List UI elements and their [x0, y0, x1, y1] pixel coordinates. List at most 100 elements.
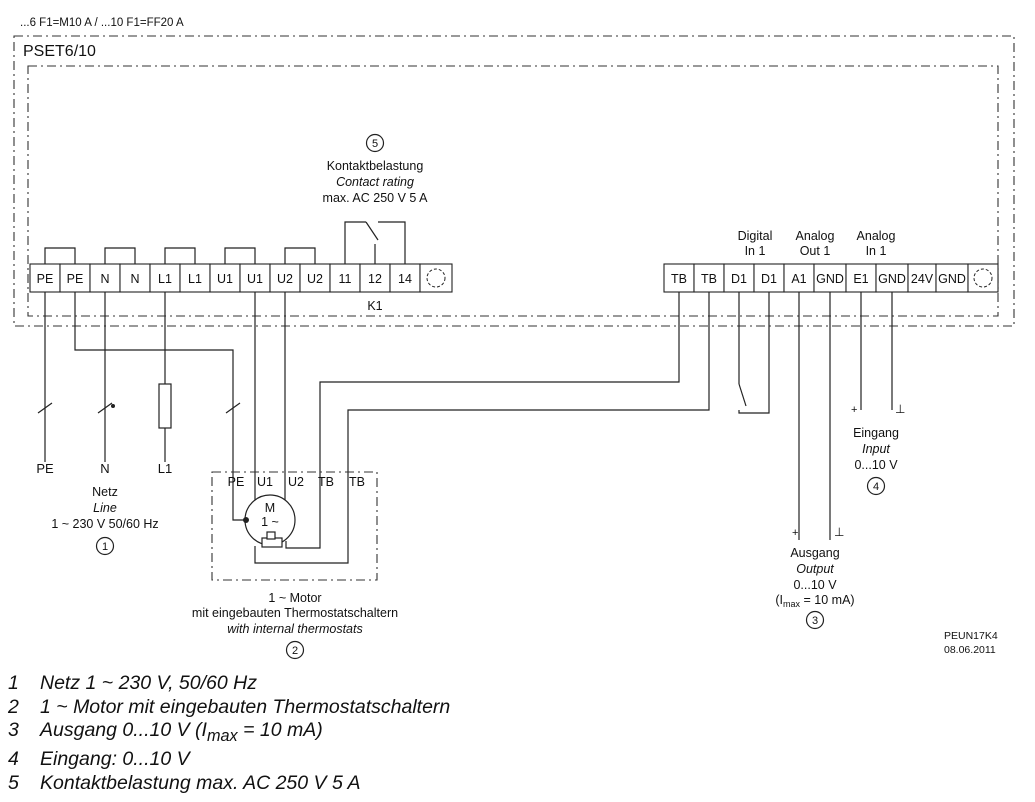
callout-1-num: 1 [102, 541, 108, 553]
terminal-u1-2: U1 [247, 272, 263, 286]
analog-in-line1: Analog [857, 229, 896, 243]
motor-line1: 1 ~ Motor [268, 591, 321, 605]
terminal-12: 12 [368, 272, 382, 286]
motor-line2: mit eingebauten Thermostatschaltern [192, 606, 398, 620]
terminal-d1-2: D1 [761, 272, 777, 286]
callout-5-num: 5 [372, 138, 378, 150]
wires [44, 292, 893, 540]
terminal-bridges [44, 247, 316, 264]
digital-in-line1: Digital [738, 229, 773, 243]
motor-pin-labels: PE U1 U2 TB TB [228, 475, 365, 489]
callout-2-icon [285, 640, 305, 660]
contact-rating-value: max. AC 250 V 5 A [323, 191, 429, 205]
callout-4-icon [866, 476, 886, 496]
terminal-n-1: N [100, 272, 109, 286]
mains-n-label: N [100, 461, 109, 476]
callout-2-num: 2 [292, 645, 298, 657]
motor-boundary [211, 471, 378, 581]
contact-rating-en: Contact rating [336, 175, 414, 189]
mains-terminal-labels: PE N L1 [36, 461, 172, 476]
callout-5-icon [365, 133, 385, 153]
input-gnd-icon: ⊥ [895, 402, 905, 416]
terminal-strip-left [29, 263, 453, 293]
mains-de: Netz [92, 485, 118, 499]
output-en: Output [796, 562, 834, 576]
fuse-icon [158, 383, 172, 429]
motor-phase: 1 ~ [261, 515, 279, 529]
doc-code: PEUN17K4 [944, 630, 998, 642]
terminal-e1: E1 [853, 272, 868, 286]
input-en: Input [862, 442, 890, 456]
doc-date: 08.06.2011 [944, 644, 996, 656]
screw-icon [973, 268, 993, 288]
terminal-a1: A1 [791, 272, 806, 286]
output-gnd-icon: ⊥ [834, 525, 844, 539]
terminal-n-2: N [130, 272, 139, 286]
callout-3-icon [805, 610, 825, 630]
terminal-strip-right [663, 263, 999, 293]
output-imax: (Imax = 10 mA) [775, 593, 854, 609]
terminal-gnd-1: GND [816, 272, 844, 286]
analog-out-line1: Analog [796, 229, 835, 243]
input-plus: + [851, 404, 857, 416]
terminal-pe-1: PE [37, 272, 54, 286]
terminal-labels-left: PE PE N N L1 L1 U1 U1 U2 U2 11 12 14 [37, 272, 412, 286]
motor-pe-dot-icon [243, 517, 249, 523]
relay-contact-icon [344, 221, 406, 264]
terminal-d1-1: D1 [731, 272, 747, 286]
output-value: 0...10 V [793, 578, 837, 592]
terminal-labels-right: TB TB D1 D1 A1 GND E1 GND 24V GND [671, 272, 966, 286]
mains-pe-label: PE [36, 461, 54, 476]
terminal-u1-1: U1 [217, 272, 233, 286]
digital-in-line2: In 1 [745, 244, 766, 258]
terminal-11: 11 [339, 272, 352, 286]
fuse-note: ...6 F1=M10 A / ...10 F1=FF20 A [20, 17, 184, 29]
mains-l1-label: L1 [158, 461, 172, 476]
terminal-gnd-2: GND [878, 272, 906, 286]
device-title: PSET6/10 [23, 43, 96, 60]
motor-m: M [265, 501, 275, 515]
motor-pin-u1: U1 [257, 475, 273, 489]
terminal-l1-2: L1 [188, 272, 202, 286]
terminal-24v: 24V [911, 272, 934, 286]
device-boundary [13, 35, 1015, 327]
callout-3-num: 3 [812, 615, 818, 627]
terminal-tb-2: TB [701, 272, 717, 286]
mains-switch-icons [37, 402, 241, 414]
motor-inner-wires [254, 500, 349, 564]
motor-line3: with internal thermostats [227, 622, 362, 636]
callout-1-icon [95, 536, 115, 556]
terminal-u2-2: U2 [307, 272, 323, 286]
output-de: Ausgang [790, 546, 839, 560]
motor-pin-u2: U2 [288, 475, 304, 489]
terminal-tb-1: TB [671, 272, 687, 286]
mains-en: Line [93, 501, 117, 515]
screw-icon [426, 268, 446, 288]
input-de: Eingang [853, 426, 899, 440]
device-inner-boundary [27, 65, 999, 317]
relay-label: K1 [367, 299, 382, 313]
analog-out-line2: Out 1 [800, 244, 831, 258]
terminal-u2-1: U2 [277, 272, 293, 286]
analog-in-line2: In 1 [866, 244, 887, 258]
input-value: 0...10 V [854, 458, 898, 472]
terminal-gnd-3: GND [938, 272, 966, 286]
contact-rating-de: Kontaktbelastung [327, 159, 424, 173]
terminal-pe-2: PE [67, 272, 84, 286]
motor-pin-pe: PE [228, 475, 245, 489]
switch-dot-icon [111, 404, 115, 408]
callout-4-num: 4 [873, 481, 879, 493]
motor-pin-tb-2: TB [349, 475, 365, 489]
output-plus: + [792, 527, 798, 539]
mains-value: 1 ~ 230 V 50/60 Hz [51, 517, 158, 531]
terminal-l1-1: L1 [158, 272, 172, 286]
motor-pin-tb-1: TB [318, 475, 334, 489]
terminal-14: 14 [398, 272, 412, 286]
